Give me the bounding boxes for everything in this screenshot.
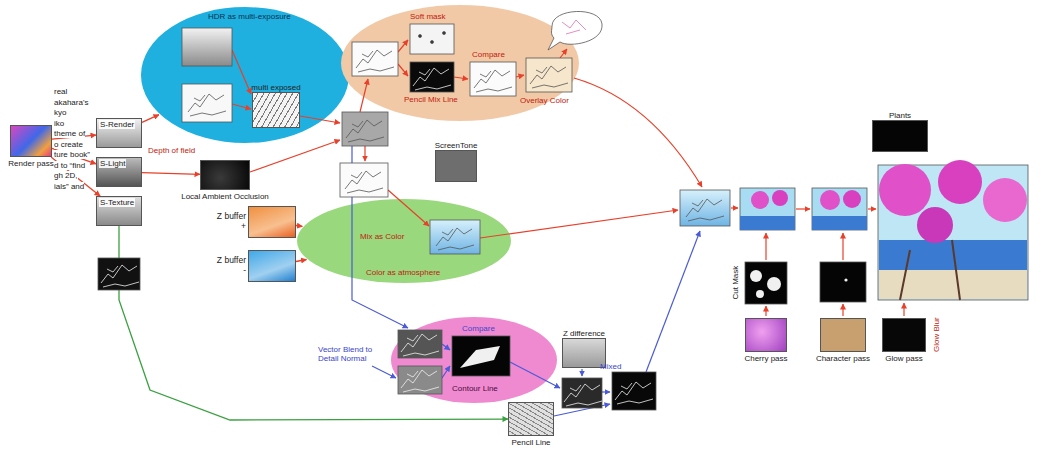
group-title: HDR as multi-exposure — [208, 12, 291, 21]
blob-outline — [140, 6, 350, 144]
annotation-label: Compare — [472, 50, 505, 59]
pass-label: S-Texture — [99, 198, 135, 207]
pass-label: Z buffer - — [212, 256, 246, 276]
render-thumbnail: Z buffer + — [248, 206, 296, 238]
blob-shape — [391, 317, 557, 403]
pass-label: Z difference — [563, 329, 605, 338]
blob-shape — [141, 7, 349, 143]
blob-shape — [341, 5, 579, 121]
annotation-label: Mixed — [600, 362, 621, 371]
pass-label: Character pass — [816, 354, 870, 363]
pass-label: ScreenTone — [435, 141, 478, 150]
render-thumbnail: Character pass — [820, 318, 866, 352]
annotation-label: Glow Blur — [932, 317, 941, 352]
group-title: Soft mask — [410, 12, 446, 21]
render-thumbnail: Pencil Line — [508, 402, 554, 436]
render-thumbnail: multi exposed — [252, 92, 300, 128]
body-text-fragment: kyo — [54, 108, 66, 117]
render-thumbnail: S-Render — [96, 118, 142, 148]
body-text-fragment: ials” and — [54, 182, 84, 191]
body-text-fragment: ture book” — [54, 150, 90, 159]
render-thumbnail: Local Ambient Occlusion — [200, 160, 250, 190]
pass-label: Pencil Line — [511, 438, 550, 447]
flow-arrow — [142, 115, 159, 123]
annotation-label: Vector Blend to Detail Normal — [318, 345, 380, 363]
pass-label: S-Render — [99, 120, 135, 129]
pass-label: Z buffer + — [212, 212, 246, 232]
body-text-fragment: d to “find — [54, 161, 85, 170]
render-thumbnail: S-Texture — [96, 196, 142, 226]
render-thumbnail: S-Light — [96, 157, 142, 187]
group-title: Color as atmosphere — [366, 268, 440, 277]
render-thumbnail: Cherry pass — [745, 318, 787, 352]
annotation-label: Cut Mask — [731, 266, 740, 300]
body-text-fragment: akahara's — [54, 98, 88, 107]
render-thumbnail: Plants — [872, 120, 928, 152]
group-title: Contour Line — [452, 384, 498, 393]
pass-label: Glow pass — [885, 354, 922, 363]
pass-label: S-Light — [99, 159, 126, 168]
body-text-fragment: o create — [54, 140, 83, 149]
body-text-fragment: iko — [54, 119, 64, 128]
flow-arrow — [296, 260, 307, 262]
annotation-label: Compare — [462, 324, 495, 333]
render-thumbnail: Z difference — [562, 338, 606, 368]
blob-shape — [297, 199, 511, 283]
pass-label: multi exposed — [251, 83, 300, 92]
annotation-label: Mix as Color — [360, 232, 404, 241]
annotation-label: Depth of field — [148, 146, 195, 155]
render-thumbnail: ScreenTone — [435, 150, 477, 182]
pass-label: Local Ambient Occlusion — [181, 192, 269, 201]
flow-arrow — [142, 173, 200, 175]
pass-label: Cherry pass — [744, 354, 787, 363]
render-thumbnail: Z buffer - — [248, 250, 296, 282]
body-text-fragment: theme of — [54, 129, 85, 138]
body-text-fragment: gh 2D, — [54, 171, 78, 180]
render-thumbnail: Render pass — [10, 125, 52, 157]
pass-label: Plants — [889, 111, 911, 120]
annotation-label: Pencil Mix Line — [404, 95, 458, 104]
flow-arrow — [51, 157, 100, 196]
annotation-label: Overlay Color — [520, 96, 569, 105]
body-text-fragment: real — [54, 87, 67, 96]
flow-arrow — [296, 225, 302, 227]
render-thumbnail: Glow pass — [882, 318, 926, 352]
pass-label: Render pass — [8, 159, 53, 168]
process-group-blob: HDR as multi-exposure multi exposed — [140, 6, 350, 144]
